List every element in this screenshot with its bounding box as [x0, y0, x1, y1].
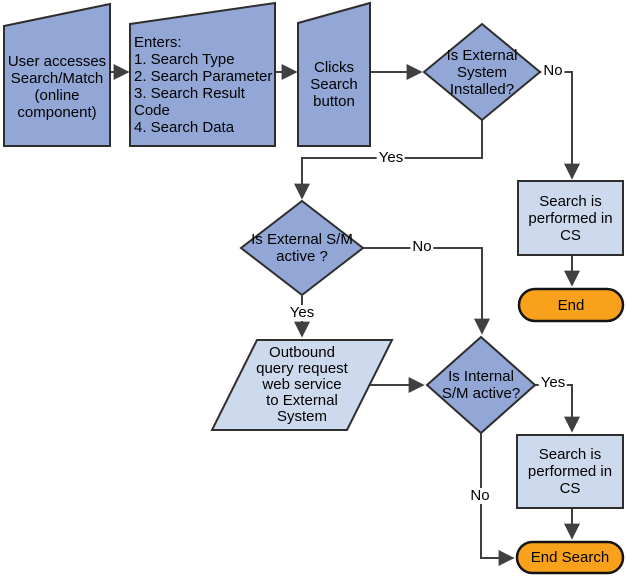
label-yes-internal-active: Yes	[538, 374, 568, 391]
clicks-search-shape	[297, 1, 371, 147]
label-no-internal-active: No	[468, 487, 492, 504]
edge-yes-to-search-cs-bottom	[535, 384, 580, 433]
edge-no-to-internal-active	[363, 247, 490, 335]
internal-active-diamond	[425, 335, 537, 435]
edge-no-to-search-cs-top	[540, 71, 580, 180]
enters-shape	[129, 1, 276, 147]
label-yes-external-active: Yes	[287, 304, 317, 321]
end-terminator	[517, 287, 625, 323]
external-installed-diamond	[422, 22, 542, 122]
outbound-parallelogram	[210, 339, 394, 431]
search-cs-bottom-rect	[516, 434, 624, 509]
label-yes-external-installed: Yes	[376, 149, 406, 166]
label-no-external-active: No	[410, 238, 434, 255]
edge-no-to-end-search	[480, 433, 515, 566]
end-search-terminator	[515, 540, 625, 575]
external-active-diamond	[239, 199, 365, 297]
label-no-external-installed: No	[541, 62, 565, 79]
user-access-shape	[3, 2, 111, 147]
search-cs-top-rect	[517, 180, 624, 256]
